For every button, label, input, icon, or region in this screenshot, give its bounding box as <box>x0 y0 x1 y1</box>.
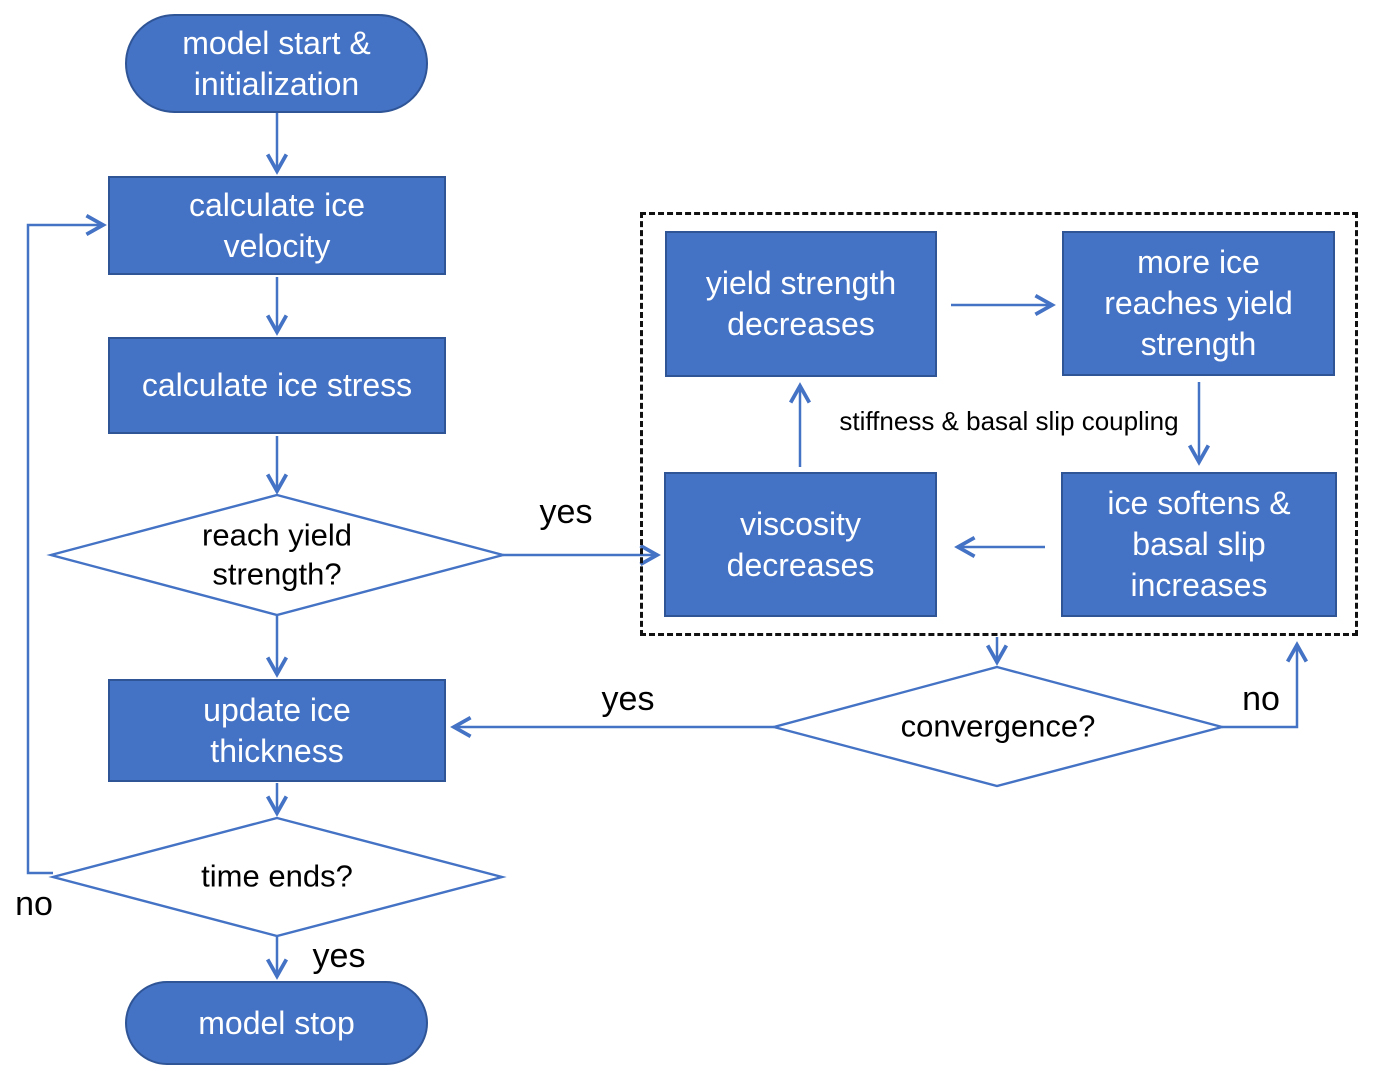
edge-time-ends-no-loop <box>26 213 107 875</box>
convergence-diamond <box>769 665 1227 788</box>
coupling-dashed-box <box>640 212 1358 636</box>
node-more-ice-reaches-yield: more ice reaches yield strength <box>1062 231 1335 376</box>
label-time-ends-no: no <box>15 885 53 923</box>
label-convergence-yes: yes <box>601 680 655 718</box>
reach-yield-diamond-label: reach yield strength? <box>202 517 352 591</box>
label-stiffness-basal-slip-coupling: stiffness & basal slip coupling <box>839 406 1179 436</box>
node-calculate-ice-stress: calculate ice stress <box>108 337 446 434</box>
label-reach-yield-yes: yes <box>539 493 593 531</box>
edge-convergence-no-to-dashed-box <box>1222 641 1309 729</box>
label-time-ends-yes: yes <box>312 937 366 975</box>
node-model-stop: model stop <box>125 981 428 1065</box>
time-ends-diamond-label: time ends? <box>201 858 353 894</box>
node-update-ice-thickness: update ice thickness <box>108 679 446 782</box>
time-ends-diamond <box>48 816 507 938</box>
reach-yield-diamond <box>46 493 508 617</box>
node-model-start: model start & initialization <box>125 14 428 113</box>
node-viscosity-decreases: viscosity decreases <box>664 472 937 617</box>
node-calculate-ice-velocity: calculate ice velocity <box>108 176 446 275</box>
label-convergence-no: no <box>1242 680 1280 718</box>
node-yield-strength-decreases: yield strength decreases <box>665 231 937 377</box>
node-ice-softens-basal-slip: ice softens & basal slip increases <box>1061 472 1337 617</box>
convergence-diamond-label: convergence? <box>900 708 1096 744</box>
